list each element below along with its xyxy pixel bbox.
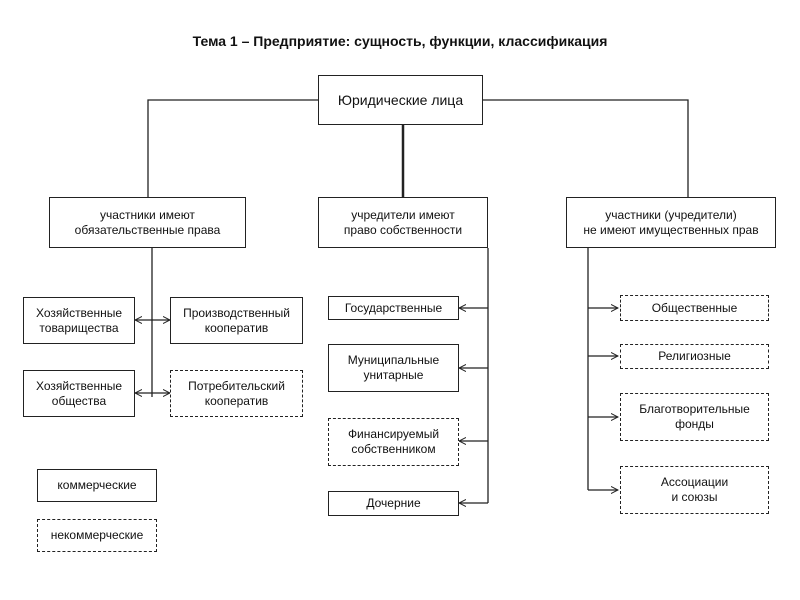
category-obligatory-rights: участники имеют обязательственные права xyxy=(49,197,246,248)
node-owner-financed: Финансируемый собственником xyxy=(328,418,459,466)
legend-noncommercial: некоммерческие xyxy=(37,519,157,552)
node-public: Общественные xyxy=(620,295,769,321)
node-associations-unions: Ассоциации и союзы xyxy=(620,466,769,514)
root-node: Юридические лица xyxy=(318,75,483,125)
node-consumer-cooperative: Потребительский кооператив xyxy=(170,370,303,417)
node-religious: Религиозные xyxy=(620,344,769,369)
category-ownership-rights: учредители имеют право собственности xyxy=(318,197,488,248)
node-subsidiary: Дочерние xyxy=(328,491,459,516)
node-business-societies: Хозяйственные общества xyxy=(23,370,135,417)
node-state: Государственные xyxy=(328,296,459,320)
node-charitable-funds: Благотворительные фонды xyxy=(620,393,769,441)
node-business-partnerships: Хозяйственные товарищества xyxy=(23,297,135,344)
legend-commercial: коммерческие xyxy=(37,469,157,502)
node-production-cooperative: Производственный кооператив xyxy=(170,297,303,344)
category-no-property-rights: участники (учредители) не имеют имуществ… xyxy=(566,197,776,248)
node-municipal-unitary: Муниципальные унитарные xyxy=(328,344,459,392)
page-title: Тема 1 – Предприятие: сущность, функции,… xyxy=(192,33,608,49)
